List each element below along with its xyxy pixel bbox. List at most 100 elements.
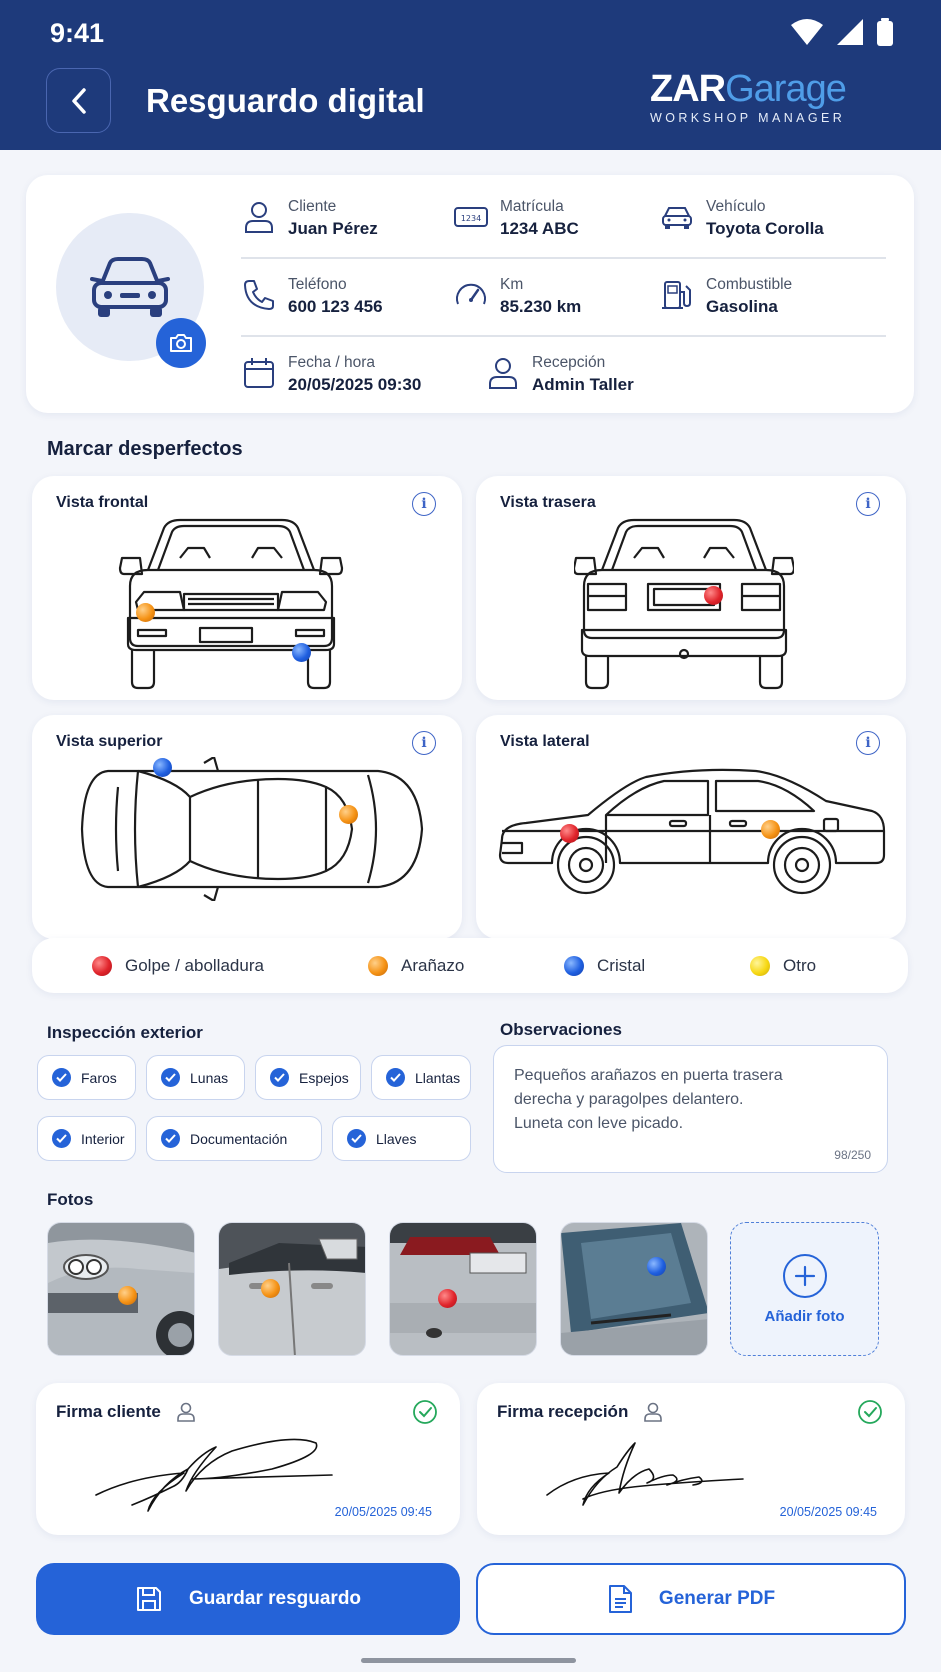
car-side-diagram[interactable]: [496, 767, 888, 899]
observations-field[interactable]: Pequeños arañazos en puerta trasera dere…: [493, 1045, 888, 1173]
status-icons: [791, 18, 893, 46]
signature-client-card[interactable]: Firma cliente 20/05/2025 09:45: [36, 1383, 460, 1535]
view-superior-card[interactable]: Vista superior i: [32, 715, 462, 939]
view-lateral-title: Vista lateral: [500, 733, 590, 750]
photos-title: Fotos: [47, 1190, 94, 1209]
photo-thumbnail[interactable]: [218, 1222, 366, 1356]
fuel-type: Gasolina: [706, 297, 778, 316]
check-faros[interactable]: Faros: [37, 1055, 136, 1100]
legend-item-other[interactable]: Otro: [750, 955, 816, 976]
check-lunas[interactable]: Lunas: [146, 1055, 245, 1100]
observations-title: Observaciones: [500, 1020, 622, 1039]
check-llaves[interactable]: Llaves: [332, 1116, 471, 1161]
damage-marker-scratch[interactable]: [339, 805, 358, 824]
km-value: 85.230 km: [500, 297, 582, 316]
check-icon: [52, 1068, 71, 1087]
user-icon: [245, 202, 273, 233]
damage-marker-scratch: [118, 1286, 137, 1305]
camera-icon: [170, 334, 192, 352]
check-espejos[interactable]: Espejos: [255, 1055, 361, 1100]
reception-signature: [546, 1442, 744, 1506]
car-rear-diagram[interactable]: [574, 518, 794, 690]
view-trasera-title: Vista trasera: [500, 494, 596, 511]
plate-number: 1234 ABC: [500, 219, 579, 238]
photo-thumbnail[interactable]: [389, 1222, 537, 1356]
view-frontal-title: Vista frontal: [56, 494, 149, 511]
photo-thumbnail[interactable]: [560, 1222, 708, 1356]
client-signature: [95, 1438, 333, 1512]
info-icon[interactable]: i: [412, 731, 436, 755]
signature-client-title: Firma cliente: [56, 1402, 161, 1421]
client-name: Juan Pérez: [288, 219, 378, 238]
license-plate-icon: 1234: [454, 207, 488, 227]
check-llantas[interactable]: Llantas: [371, 1055, 471, 1100]
brand-logo: ZARGarage WORKSHOP MANAGER: [650, 68, 847, 125]
char-counter: 98/250: [834, 1148, 871, 1162]
check-icon: [52, 1129, 71, 1148]
generate-pdf-button[interactable]: Generar PDF: [476, 1563, 906, 1635]
wifi-icon: [791, 19, 823, 45]
view-trasera-card[interactable]: Vista trasera i: [476, 476, 906, 700]
info-icon[interactable]: i: [856, 492, 880, 516]
legend-item-scratch[interactable]: Arañazo: [368, 955, 464, 976]
add-photo-button[interactable]: Añadir foto: [730, 1222, 879, 1356]
plus-icon: [782, 1253, 827, 1298]
photo-thumbnail[interactable]: [47, 1222, 195, 1356]
damage-marker-dent: [438, 1289, 457, 1308]
page-title: Resguardo digital: [146, 82, 425, 119]
red-dot-icon: [92, 955, 112, 976]
reception-name: Admin Taller: [532, 375, 634, 394]
yellow-dot-icon: [750, 955, 770, 976]
damage-legend: Golpe / abolladura Arañazo Cristal Otro: [32, 938, 908, 993]
damage-marker-dent[interactable]: [704, 586, 723, 605]
vehicle-model: Toyota Corolla: [706, 219, 824, 238]
info-icon[interactable]: i: [412, 492, 436, 516]
divider: [241, 335, 886, 337]
view-lateral-card[interactable]: Vista lateral i: [476, 715, 906, 939]
check-interior[interactable]: Interior: [37, 1116, 136, 1161]
car-front-diagram[interactable]: [118, 518, 344, 690]
app-bar: 9:41 Resguardo digital ZARGarage WORKSHO…: [0, 0, 941, 150]
divider: [241, 257, 886, 259]
svg-text:1234: 1234: [461, 214, 481, 223]
damage-marker-scratch[interactable]: [761, 820, 780, 839]
inspection-title: Inspección exterior: [47, 1023, 203, 1042]
car-top-diagram[interactable]: [78, 757, 426, 901]
signature-reception-title: Firma recepción: [497, 1402, 629, 1421]
orange-dot-icon: [368, 955, 388, 976]
signature-reception-date: 20/05/2025 09:45: [779, 1505, 877, 1519]
info-icon[interactable]: i: [856, 731, 880, 755]
check-icon: [161, 1068, 180, 1087]
check-circle-icon: [413, 1400, 437, 1424]
damage-marker-dent[interactable]: [560, 824, 579, 843]
document-icon: [608, 1585, 632, 1613]
legend-item-dent[interactable]: Golpe / abolladura: [92, 955, 264, 976]
damage-marker-scratch[interactable]: [136, 603, 155, 622]
view-frontal-card[interactable]: Vista frontal i: [32, 476, 462, 700]
status-time: 9:41: [50, 18, 105, 48]
check-icon: [270, 1068, 289, 1087]
legend-item-glass[interactable]: Cristal: [564, 955, 645, 976]
check-icon: [386, 1068, 405, 1087]
user-icon: [177, 1402, 195, 1422]
blue-dot-icon: [564, 955, 584, 976]
damage-section-title: Marcar desperfectos: [47, 438, 243, 460]
phone-number: 600 123 456: [288, 297, 383, 316]
signature-reception-card[interactable]: Firma recepción 20/05/2025 09:45: [477, 1383, 905, 1535]
check-documentacion[interactable]: Documentación: [146, 1116, 322, 1161]
save-button[interactable]: Guardar resguardo: [36, 1563, 460, 1635]
camera-button[interactable]: [156, 318, 206, 368]
damage-marker-glass[interactable]: [153, 758, 172, 777]
date-time: 20/05/2025 09:30: [288, 375, 422, 394]
back-button[interactable]: [46, 68, 111, 133]
home-indicator[interactable]: [361, 1658, 576, 1663]
damage-marker-scratch: [261, 1279, 280, 1298]
damage-marker-glass: [647, 1257, 666, 1276]
damage-marker-glass[interactable]: [292, 643, 311, 662]
